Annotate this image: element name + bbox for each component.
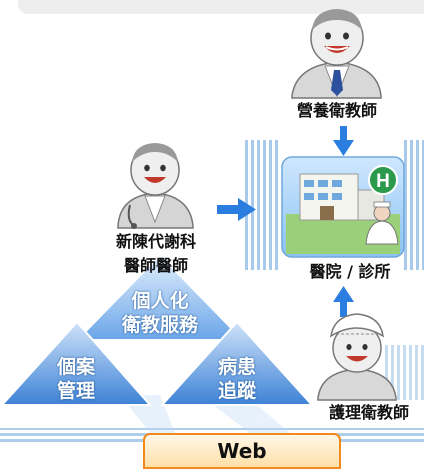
nutritionist-avatar	[291, 9, 382, 99]
web-box: Web	[143, 433, 341, 469]
arrow-nurse-to-hospital	[333, 286, 354, 317]
service-patient-line1: 病患	[217, 356, 256, 378]
service-personalized-line2: 衛教服務	[121, 314, 198, 336]
label-nutritionist: 營養衛教師	[296, 101, 377, 120]
service-personalized-line1: 個人化	[131, 290, 189, 312]
triangle-patient-tracking	[159, 320, 315, 406]
svg-text:H: H	[376, 171, 390, 192]
triangle-personalized	[74, 253, 246, 341]
triangle-case-management	[0, 320, 153, 406]
label-hospital: 醫院 / 診所	[309, 262, 391, 281]
label-nurse: 護理衛教師	[328, 403, 409, 422]
label-doctor-line2: 醫師醫師	[123, 256, 188, 275]
top-band	[18, 0, 424, 14]
arrow-nutritionist-to-hospital	[333, 126, 354, 156]
doctor-avatar	[117, 143, 194, 229]
hospital-illustration: H	[281, 156, 405, 258]
stripe-panel-right	[404, 140, 424, 270]
stripe-panel-left	[245, 140, 281, 270]
nurse-avatar	[317, 313, 397, 401]
web-label: Web	[217, 439, 267, 463]
service-case-line1: 個案	[56, 356, 95, 378]
service-patient-line2: 追蹤	[217, 380, 256, 402]
arrow-doctor-to-hospital	[217, 198, 256, 221]
service-case-line2: 管理	[56, 380, 95, 402]
label-doctor-line1: 新陳代謝科	[115, 232, 196, 251]
